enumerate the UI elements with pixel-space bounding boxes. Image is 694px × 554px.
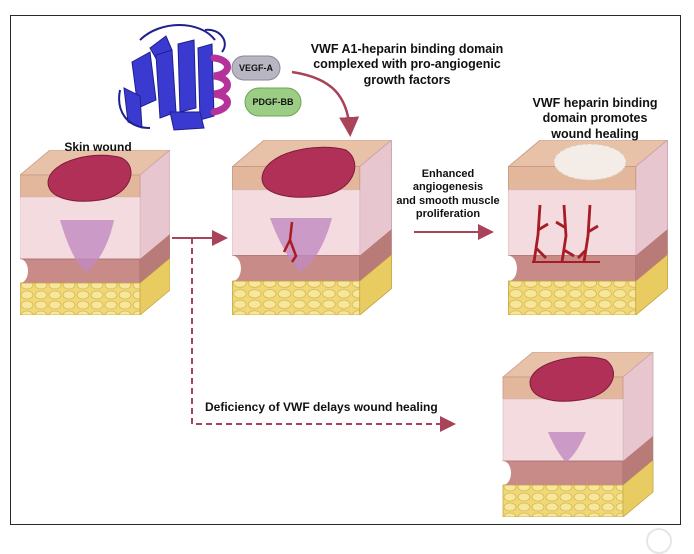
wound-tissue [270, 218, 332, 272]
skin-wound-block [20, 150, 170, 315]
deficiency-arrow [191, 238, 456, 432]
blood-vessel [282, 221, 298, 263]
wound-tissue [60, 220, 114, 272]
angiogenesis-caption: Enhanced angiogenesis and smooth muscle … [396, 168, 500, 221]
vegf-a-pill [231, 55, 281, 81]
wound-scab [261, 146, 356, 198]
wound-scab [47, 154, 132, 202]
wound-tissue [548, 432, 586, 462]
blood-vessels [532, 204, 600, 263]
pdgf-bb-pill [244, 87, 302, 117]
pdgf-bb-label: PDGF-BB [252, 97, 294, 107]
healed-block [508, 140, 668, 315]
vwf-protein-structure [118, 24, 231, 131]
watermark-icon [646, 528, 672, 554]
heparin-binding-helix [210, 54, 231, 116]
wound-scab [529, 356, 614, 402]
skin-wound-caption: Skin wound [64, 140, 132, 154]
deficiency-caption: Deficiency of VWF delays wound healing [205, 400, 438, 414]
treated-wound-block [232, 140, 392, 315]
healed-scar [553, 143, 627, 181]
deficient-wound-block [498, 352, 654, 517]
vegf-a-label: VEGF-A [238, 63, 273, 73]
healing-caption: VWF heparin binding domain promotes woun… [532, 96, 658, 141]
complex-caption: VWF A1-heparin binding domain complexed … [310, 42, 504, 87]
complex-to-wound-arrow [291, 70, 360, 137]
